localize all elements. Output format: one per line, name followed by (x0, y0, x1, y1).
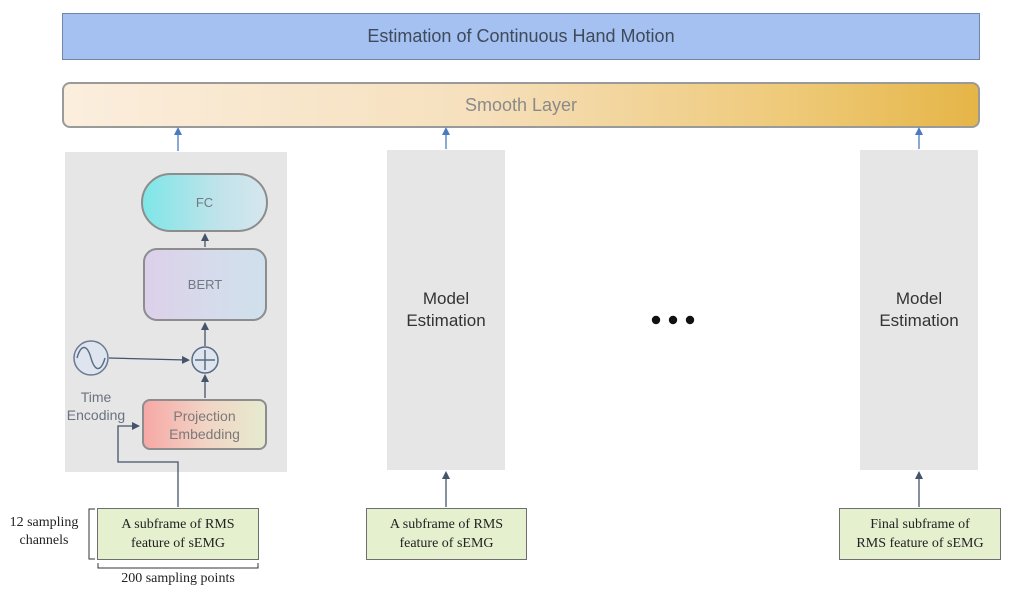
projection-label-line2: Embedding (169, 425, 240, 442)
channels-line1: 12 sampling (9, 515, 79, 530)
input-subframe-1: A subframe of RMS feature of sEMG (97, 508, 259, 560)
smooth-layer-bar: Smooth Layer (62, 82, 980, 128)
projection-embedding-node: Projection Embedding (142, 399, 267, 450)
time-encoding-line2: Encoding (66, 407, 126, 423)
model-estimation-line1: Model (895, 289, 943, 308)
input-subframe-final: Final subframe of RMS feature of sEMG (839, 508, 1001, 560)
bert-label: BERT (187, 277, 223, 292)
time-encoding-label: Time Encoding (62, 388, 130, 424)
fc-node: FC (141, 173, 268, 232)
output-banner: Estimation of Continuous Hand Motion (62, 13, 980, 60)
input-line2: RMS feature of sEMG (856, 536, 984, 551)
smooth-layer-label: Smooth Layer (464, 94, 578, 115)
bert-node: BERT (143, 248, 267, 321)
sum-adder-icon (191, 346, 219, 374)
time-encoding-line1: Time (80, 389, 112, 405)
input-line1: A subframe of RMS (121, 517, 235, 532)
arrow-time-to-adder (108, 355, 190, 364)
channels-dimension-label: 12 sampling channels (4, 514, 84, 550)
input-line2: feature of sEMG (399, 536, 494, 551)
channels-bracket (88, 508, 95, 560)
points-dimension-label: 200 sampling points (121, 571, 235, 586)
ellipsis-icon (651, 315, 695, 325)
fc-label: FC (195, 195, 214, 210)
output-banner-title: Estimation of Continuous Hand Motion (367, 26, 675, 46)
model-estimation-line2: Estimation (406, 311, 486, 330)
model-estimation-block-1: Model Estimation (387, 150, 505, 470)
model-estimation-line2: Estimation (879, 311, 959, 330)
projection-label-line1: Projection (173, 407, 236, 424)
model-estimation-line1: Model (422, 289, 470, 308)
points-bracket (97, 563, 259, 569)
input-line1: Final subframe of (870, 517, 970, 532)
input-line2: feature of sEMG (130, 536, 226, 551)
sine-wave-icon (73, 340, 109, 376)
arrow-input1-to-projection (117, 422, 179, 507)
input-line1: A subframe of RMS (389, 517, 504, 532)
input-subframe-2: A subframe of RMS feature of sEMG (366, 508, 527, 560)
model-estimation-block-final: Model Estimation (860, 150, 978, 470)
channels-line2: channels (19, 533, 69, 548)
